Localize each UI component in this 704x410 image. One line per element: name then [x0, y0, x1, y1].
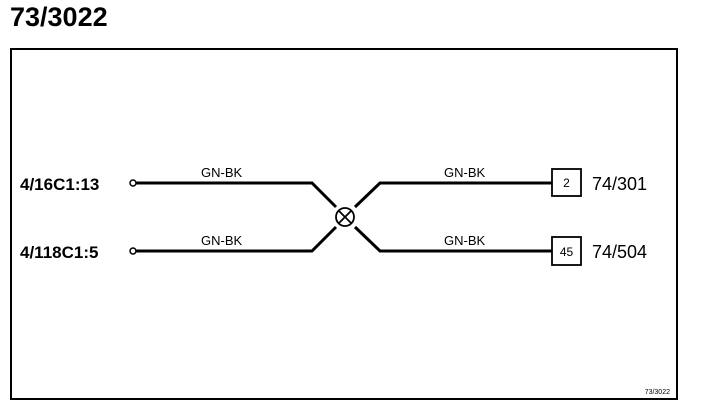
left-connector-label-1: 4/16C1:13: [20, 175, 99, 194]
wire-upper-right: [353, 181, 552, 209]
terminal-ref-label: 74/301: [592, 174, 647, 194]
terminal-box: [551, 236, 582, 266]
terminal-pin-number: 45: [560, 245, 574, 259]
terminal-pin-number: 2: [563, 176, 570, 190]
connector-pin-icon: [129, 247, 137, 255]
splice-icon: [335, 207, 355, 227]
wire-color-label: GN-BK: [201, 165, 243, 180]
page-title: 73/3022: [10, 2, 108, 32]
terminal-ref-label: 74/504: [592, 242, 647, 262]
wire-upper-left: [136, 181, 338, 209]
left-connector-label-2: 4/118C1:5: [20, 243, 98, 262]
terminal-box: [551, 168, 582, 197]
wire-color-label: GN-BK: [444, 233, 486, 248]
connector-pin-icon: [129, 179, 137, 187]
wire-color-label: GN-BK: [201, 233, 243, 248]
diagram-frame: [10, 48, 678, 400]
wire-color-label: GN-BK: [444, 165, 486, 180]
wire-lower-left: [136, 225, 338, 253]
wire-lower-right: [353, 225, 552, 253]
footer-reference: 73/3022: [645, 389, 670, 396]
